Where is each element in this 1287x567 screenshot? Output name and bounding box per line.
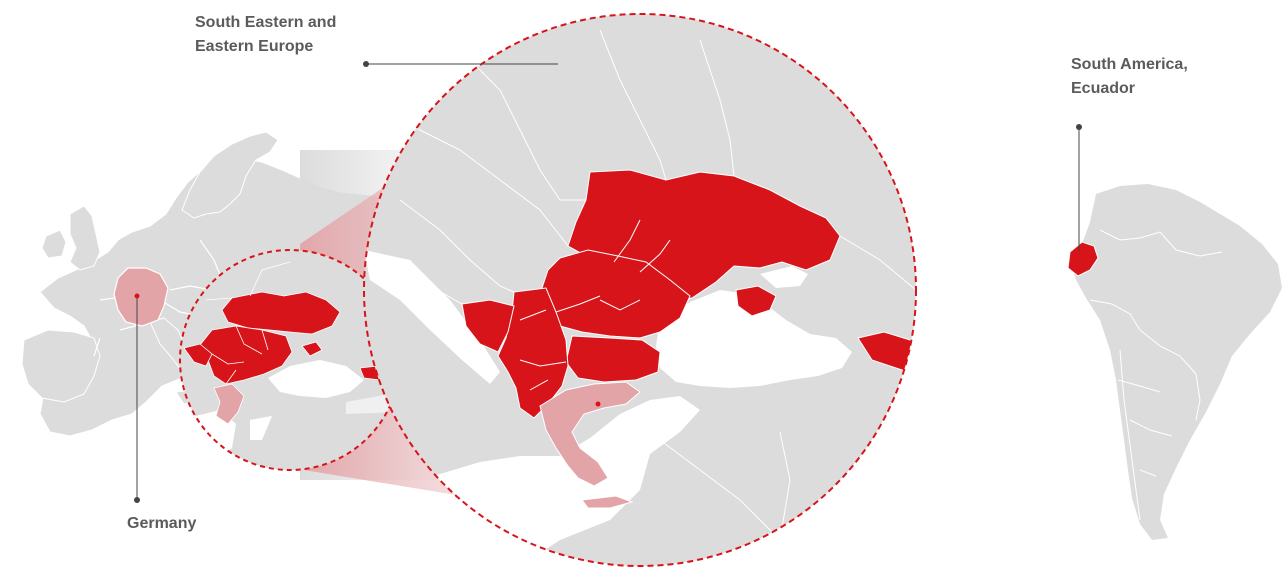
leader-see	[363, 61, 558, 67]
bosnia-region	[461, 299, 515, 353]
label-germany: Germany	[127, 512, 196, 536]
large-zoom-outline	[363, 13, 917, 567]
small-greece-region	[213, 383, 245, 425]
label-see-line1: South Eastern and	[195, 14, 337, 31]
ireland-land	[41, 229, 67, 259]
greece-region	[539, 381, 641, 487]
iberia-land	[21, 329, 101, 403]
label-germany-text: Germany	[127, 515, 197, 532]
small-zoom-circle	[179, 249, 401, 471]
small-crimea-region	[301, 341, 323, 357]
leader-ecuador	[1076, 124, 1082, 252]
label-sa-line1: South America,	[1071, 56, 1188, 73]
south-america-land	[1070, 184, 1282, 540]
south-america-map	[1067, 184, 1282, 540]
bulgaria-region	[565, 335, 661, 383]
small-ukraine-region	[221, 291, 341, 335]
western-balkans-region	[497, 287, 569, 419]
label-sa-line2: Ecuador	[1071, 80, 1136, 97]
leader-germany	[134, 293, 140, 503]
label-south-america-ecuador: South America, Ecuador	[1071, 53, 1188, 101]
label-see-line2: Eastern Europe	[195, 38, 314, 55]
uk-land	[69, 205, 101, 271]
large-zoom-circle	[363, 13, 917, 567]
crimea-region	[735, 285, 777, 317]
black-sea	[656, 290, 852, 388]
germany-region	[113, 267, 169, 327]
small-bosnia-region	[183, 343, 213, 367]
ecuador-region	[1067, 241, 1099, 277]
crete-region	[581, 495, 634, 509]
greece-marker-dot	[595, 401, 601, 407]
scandinavia-land	[181, 131, 279, 219]
label-south-eastern-eastern-europe: South Eastern and Eastern Europe	[195, 11, 336, 59]
